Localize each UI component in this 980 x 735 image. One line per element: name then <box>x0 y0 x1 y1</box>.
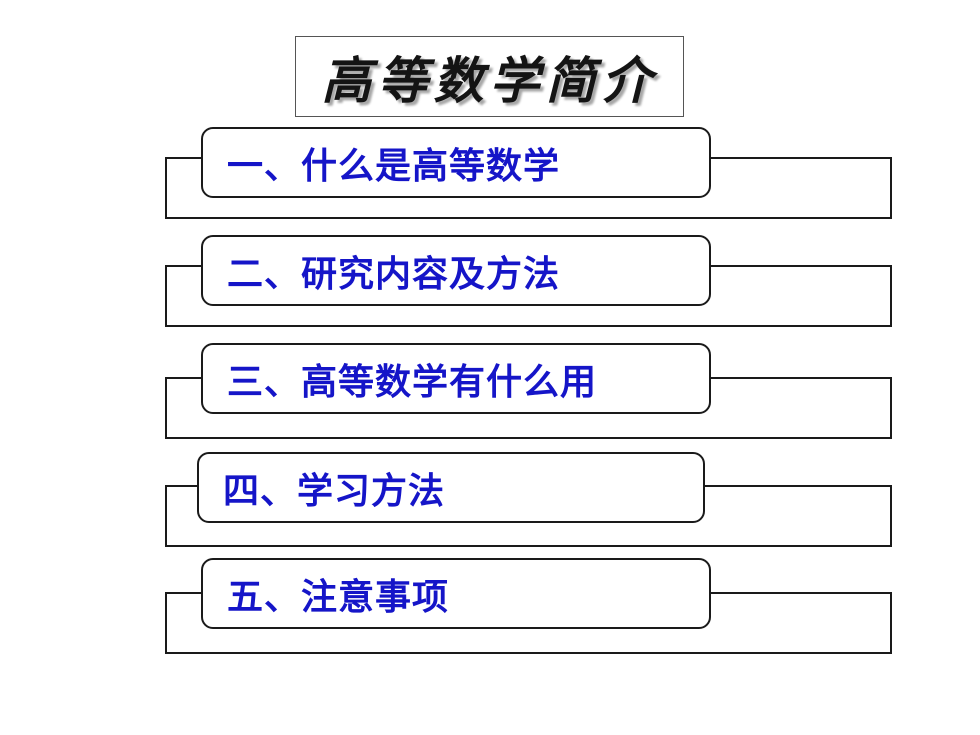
outline-item-3-label: 三、高等数学有什么用 <box>227 360 598 403</box>
title-box: 高等数学简介 <box>295 36 684 117</box>
item-frame-top-left-5 <box>165 592 203 594</box>
item-frame-top-right-5 <box>710 592 892 594</box>
outline-item-4[interactable]: 四、学习方法 <box>197 452 705 523</box>
item-frame-top-right-1 <box>710 157 892 159</box>
outline-item-2[interactable]: 二、研究内容及方法 <box>201 235 711 306</box>
item-frame-2 <box>165 265 892 327</box>
outline-item-5[interactable]: 五、注意事项 <box>201 558 711 629</box>
item-frame-5 <box>165 592 892 654</box>
item-frame-top-left-4 <box>165 485 199 487</box>
item-frame-3 <box>165 377 892 439</box>
item-frame-top-left-3 <box>165 377 203 379</box>
item-frame-top-right-4 <box>704 485 892 487</box>
slide-title: 高等数学简介 <box>321 50 658 110</box>
outline-item-2-label: 二、研究内容及方法 <box>227 252 561 295</box>
item-frame-top-left-1 <box>165 157 203 159</box>
item-frame-top-right-3 <box>710 377 892 379</box>
outline-item-1[interactable]: 一、什么是高等数学 <box>201 127 711 198</box>
item-frame-top-left-2 <box>165 265 203 267</box>
outline-item-1-label: 一、什么是高等数学 <box>227 144 561 187</box>
item-frame-4 <box>165 485 892 547</box>
outline-item-4-label: 四、学习方法 <box>223 469 446 512</box>
item-frame-1 <box>165 157 892 219</box>
item-frame-top-right-2 <box>710 265 892 267</box>
outline-item-3[interactable]: 三、高等数学有什么用 <box>201 343 711 414</box>
outline-item-5-label: 五、注意事项 <box>227 575 450 618</box>
